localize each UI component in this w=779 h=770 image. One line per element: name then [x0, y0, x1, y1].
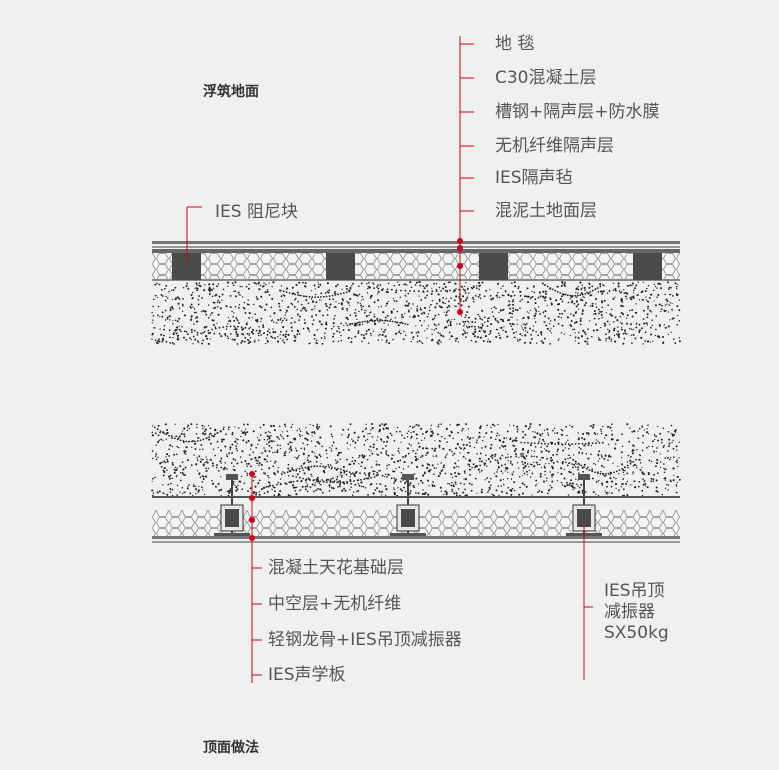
- ceiling-hanger-label-line1: IES吊顶: [604, 581, 665, 601]
- floor-layer-channel-steel: 槽钢+隔声层+防水膜: [495, 102, 660, 122]
- ceiling-hanger-label-line3: SX50kg: [604, 623, 669, 643]
- floor-layer-c30-concrete: C30混凝土层: [495, 68, 597, 88]
- ceiling-hanger-label: IES吊顶 减振器 SX50kg: [604, 581, 669, 644]
- ceiling-section: [151, 422, 681, 683]
- ceiling-concrete-speckle: [151, 422, 681, 497]
- channel-steel-layer: [152, 249, 680, 253]
- floor-layer-concrete-base: 混泥土地面层: [495, 201, 597, 221]
- insulation-layer: [152, 253, 680, 280]
- hanger-callout-leader: [583, 524, 593, 680]
- ceiling-concrete-bottom: [152, 496, 680, 498]
- ceiling-layer-acoustic-board: IES声学板: [268, 665, 346, 685]
- floor-damper-label: IES 阻尼块: [215, 202, 298, 222]
- floor-layer-carpet: 地 毯: [495, 34, 535, 54]
- ceiling-layer-cavity: 中空层+无机纤维: [268, 594, 402, 614]
- ceiling-hanger-label-line2: 减振器: [604, 602, 655, 622]
- felt-layer: [152, 279, 680, 281]
- floor-section: [151, 36, 681, 345]
- ceiling-callout-leader: [249, 471, 262, 683]
- hanger-group: [214, 474, 602, 536]
- concrete-top-line: [152, 246, 680, 248]
- ceiling-section-title: 顶面做法: [203, 740, 259, 756]
- floor-layer-ies-felt: IES隔声毡: [495, 168, 573, 188]
- floor-section-title: 浮筑地面: [203, 84, 259, 100]
- ceiling-layer-keel-hanger: 轻钢龙骨+IES吊顶减振器: [268, 630, 462, 650]
- acoustic-board: [152, 536, 680, 539]
- damper-callout-leader: [186, 206, 202, 264]
- carpet-layer: [152, 241, 680, 244]
- acoustic-board-line: [152, 541, 680, 543]
- floor-concrete-speckle: [151, 281, 681, 345]
- floor-layer-fiber-insulation: 无机纤维隔声层: [495, 136, 614, 156]
- ceiling-layer-concrete-base: 混凝土天花基础层: [268, 558, 404, 578]
- floor-callout-leader: [457, 36, 474, 315]
